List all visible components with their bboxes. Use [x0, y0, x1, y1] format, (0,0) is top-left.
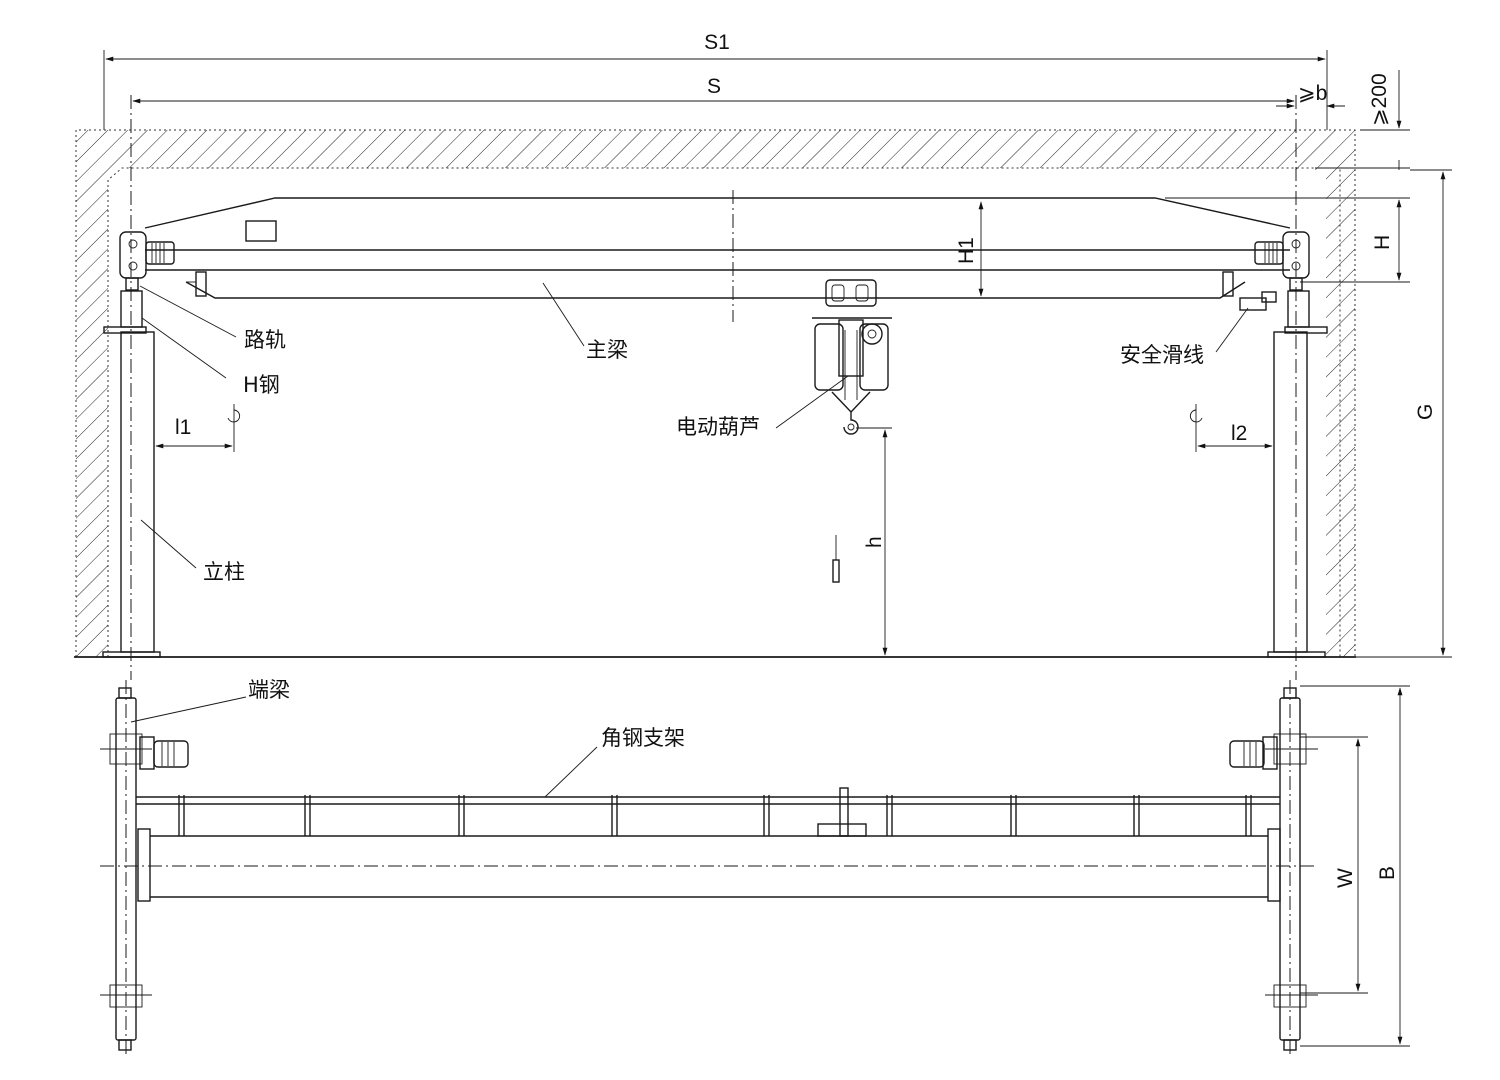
hook-limit-right: [1189, 404, 1203, 452]
plan-left-end-beam: [100, 680, 189, 1055]
label-end-beam: 端梁: [248, 678, 290, 702]
label-electric-hoist: 电动葫芦: [676, 415, 760, 439]
plan-hoist-trolley: [839, 787, 849, 837]
label-column: 立柱: [203, 560, 245, 584]
label-rail: 路轨: [244, 328, 286, 352]
right-column: [1267, 95, 1328, 680]
right-h-steel: [1287, 290, 1310, 328]
dim-l2-label: l2: [1231, 422, 1247, 445]
dim-h-label: h: [863, 536, 886, 548]
label-angle-steel-bracket: 角钢支架: [601, 726, 685, 750]
label-safety-trolley-line: 安全滑线: [1120, 343, 1204, 367]
dim-b-label: ⩾b: [1298, 82, 1327, 105]
main-beam: [144, 190, 1291, 322]
building-wall: [75, 129, 1356, 657]
plan-angle-steel-bracket: [136, 787, 1280, 837]
dim-l1-label: l1: [175, 416, 191, 439]
trolley-line-collector: [1239, 297, 1267, 311]
left-end-carriage: [119, 231, 175, 291]
right-end-carriage: [1239, 231, 1310, 311]
dim-G-label: G: [1414, 404, 1437, 420]
plan-right-end-beam: [1229, 680, 1318, 1055]
plan-main-beam: [100, 828, 1318, 902]
nameplate: [245, 220, 277, 242]
left-column: [102, 95, 161, 680]
label-main-beam: 主梁: [586, 338, 628, 362]
label-h-steel: H钢: [243, 373, 280, 397]
dim-S1-label: S1: [704, 31, 730, 54]
dim-clearance-label: ⩾200: [1368, 73, 1391, 126]
hook-limit-left: [227, 404, 241, 452]
electric-hoist: [812, 279, 892, 583]
dim-H1-label: H1: [955, 237, 978, 264]
dim-S-label: S: [707, 75, 721, 98]
dim-B-label: B: [1376, 866, 1399, 880]
dim-H-label: H: [1371, 235, 1394, 250]
dim-W-label: W: [1334, 868, 1357, 888]
